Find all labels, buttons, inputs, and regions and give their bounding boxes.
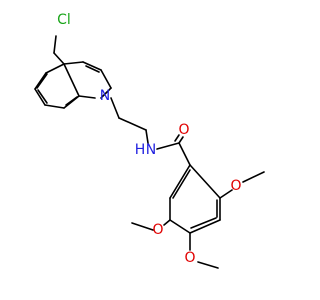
atom-label-layer: Cl N H N O O O O [57, 12, 241, 266]
chlorine-label: Cl [57, 12, 71, 28]
bond [178, 136, 184, 144]
bond [53, 35, 57, 54]
bond [45, 63, 65, 74]
bond [100, 69, 112, 89]
carbonyl-oxygen-label: O [178, 122, 189, 138]
bond [34, 88, 46, 106]
bond [37, 89, 48, 104]
bond [189, 219, 221, 234]
bond [174, 134, 180, 142]
bond [156, 142, 180, 150]
bottom-methoxy-oxygen-label: O [184, 250, 195, 266]
chemical-structure-diagram: Cl N H N O O O O [34, 12, 265, 269]
bond [53, 52, 65, 65]
bond [85, 65, 100, 73]
bond-layer [34, 35, 265, 269]
bond [242, 171, 265, 183]
bond [219, 189, 233, 199]
bond [65, 96, 78, 106]
bond [63, 61, 84, 65]
bond [44, 104, 65, 109]
bond [78, 95, 96, 99]
bond [34, 72, 47, 90]
bond [131, 222, 154, 231]
bond [163, 219, 171, 226]
bond [118, 117, 147, 131]
bond [63, 63, 80, 97]
amide-nitrogen-label: N [146, 142, 156, 158]
bond [82, 61, 102, 71]
amide-hydrogen-label: H [135, 142, 146, 158]
bond [169, 164, 191, 199]
bond [172, 169, 191, 199]
bond [100, 87, 112, 99]
bond [189, 164, 221, 199]
bond [178, 142, 191, 166]
bond [145, 129, 149, 144]
bond [110, 97, 120, 119]
bond [197, 261, 219, 269]
bond [169, 219, 191, 234]
bond [190, 217, 217, 229]
bond [36, 73, 48, 89]
right-methoxy-oxygen-label: O [230, 178, 241, 194]
left-methoxy-oxygen-label: O [152, 222, 163, 238]
indole-nitrogen-label: N [100, 88, 110, 104]
